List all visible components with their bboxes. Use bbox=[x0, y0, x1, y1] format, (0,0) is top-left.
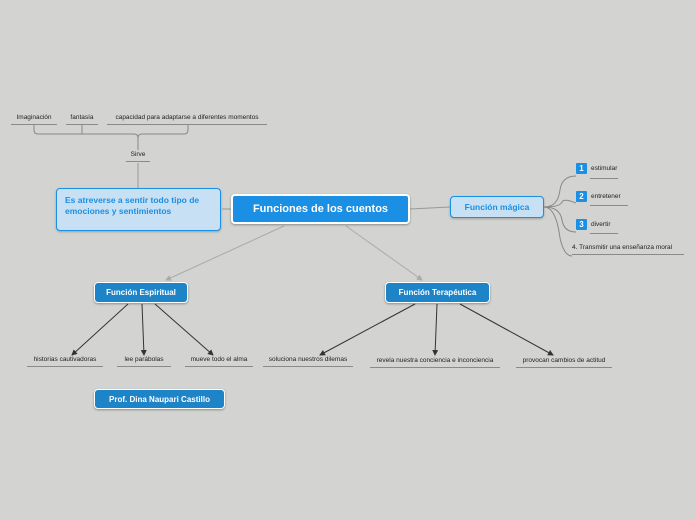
link-sirve-imaginacion bbox=[33, 124, 139, 150]
funcion-terapeutica-topic[interactable]: Función Terapéutica bbox=[385, 282, 490, 303]
sentir-topic[interactable]: Es atreverse a sentir todo tipo de emoci… bbox=[56, 188, 221, 231]
link-magica-2 bbox=[543, 199, 577, 208]
sirve-item-fantasia[interactable]: fantasía bbox=[66, 114, 98, 125]
magica-item-4[interactable]: 4. Transmitir una enseñanza moral bbox=[572, 244, 684, 255]
terapeutica-item-conciencia[interactable]: revela nuestra conciencia e inconciencia bbox=[370, 357, 500, 368]
sirve-item-capacidad[interactable]: capacidad para adaptarse a diferentes mo… bbox=[107, 114, 267, 125]
number-2-icon: 2 bbox=[576, 191, 587, 202]
espiritual-item-parabolas[interactable]: lee parábolas bbox=[117, 356, 171, 367]
espiritual-item-historias[interactable]: historias cautivadoras bbox=[27, 356, 103, 367]
number-3-icon: 3 bbox=[576, 219, 587, 230]
magica-item-1[interactable]: 1 estimular bbox=[576, 163, 617, 174]
terapeutica-item-dilemas[interactable]: soluciona nuestros dilemas bbox=[263, 356, 353, 367]
link-magica-4 bbox=[543, 206, 573, 257]
underline bbox=[590, 233, 618, 234]
magica-item-label: estimular bbox=[591, 165, 618, 173]
magica-item-2[interactable]: 2 entretener bbox=[576, 191, 621, 202]
link-magica-1 bbox=[543, 175, 577, 208]
magica-item-label: entretener bbox=[591, 193, 621, 201]
magica-item-label: divertir bbox=[591, 221, 611, 229]
central-topic[interactable]: Funciones de los cuentos bbox=[231, 194, 410, 224]
link-magica-3 bbox=[543, 206, 577, 233]
underline bbox=[590, 205, 628, 206]
funcion-espiritual-topic[interactable]: Función Espiritual bbox=[94, 282, 188, 303]
number-1-icon: 1 bbox=[576, 163, 587, 174]
link-central-espiritual bbox=[165, 225, 285, 281]
author-topic[interactable]: Prof. Dina Naupari Castillo bbox=[94, 389, 225, 409]
funcion-magica-topic[interactable]: Función mágica bbox=[450, 196, 544, 218]
link-terapeutica-3 bbox=[459, 303, 554, 356]
link-terapeutica-2 bbox=[432, 303, 439, 356]
link-central-magica bbox=[409, 206, 451, 210]
sirve-label[interactable]: Sirve bbox=[126, 151, 150, 162]
link-sirve-capacidad bbox=[137, 124, 189, 139]
underline bbox=[590, 178, 618, 179]
link-central-terapeutica bbox=[345, 225, 423, 281]
sirve-item-imaginacion[interactable]: Imaginación bbox=[11, 114, 57, 125]
terapeutica-item-actitud[interactable]: provocan cambios de actitud bbox=[516, 357, 612, 368]
link-espiritual-3 bbox=[154, 303, 214, 356]
link-espiritual-1 bbox=[71, 303, 129, 356]
link-terapeutica-1 bbox=[319, 303, 416, 356]
link-espiritual-2 bbox=[140, 303, 147, 356]
magica-item-3[interactable]: 3 divertir bbox=[576, 219, 611, 230]
espiritual-item-alma[interactable]: mueve todo el alma bbox=[185, 356, 253, 367]
